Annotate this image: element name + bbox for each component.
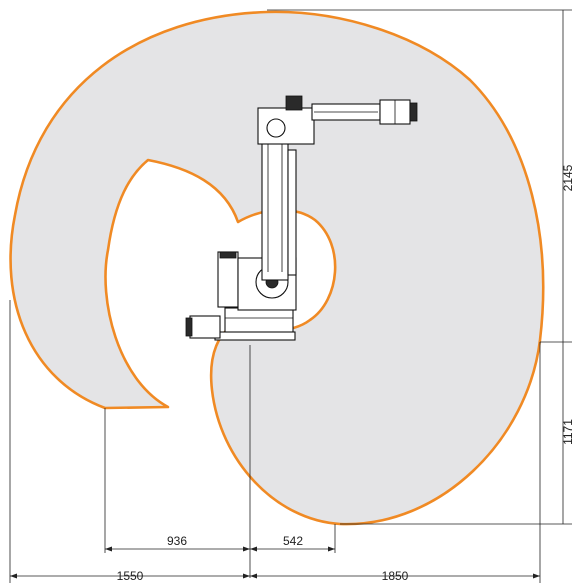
dimension-horizontal-inner: 936 542 (104, 345, 336, 578)
dimension-label-outer-left: 1550 (117, 569, 144, 583)
robot-elbow-housing (257, 107, 315, 145)
robot-arm-illustration (185, 95, 418, 341)
dimension-label-inner-right: 542 (283, 534, 303, 548)
robot-rear-motor (189, 315, 221, 339)
robot-elbow-joint (266, 118, 286, 138)
dimension-vertical-2145: 2145 (267, 9, 572, 343)
robot-elbow-motor (285, 95, 303, 111)
robot-counterweight-top (219, 251, 237, 259)
robot-counterweight (217, 251, 239, 308)
dimension-label-vertical-bottom: 1171 (561, 419, 572, 445)
robot-base-foot (214, 331, 296, 341)
dimension-label-outer-right: 1850 (382, 569, 409, 583)
robot-parallel-link (287, 149, 297, 276)
dimension-horizontal-outer: 1550 1850 (9, 300, 541, 583)
robot-wrist-flange (409, 102, 418, 122)
dimension-label-vertical-top: 2145 (561, 164, 572, 191)
dimension-vertical-1171: 1171 (340, 342, 572, 525)
robot-rear-motor-cap (185, 317, 193, 337)
robot-lower-arm (261, 129, 289, 281)
dimension-label-inner-left: 936 (167, 534, 187, 548)
working-envelope (9, 10, 545, 526)
